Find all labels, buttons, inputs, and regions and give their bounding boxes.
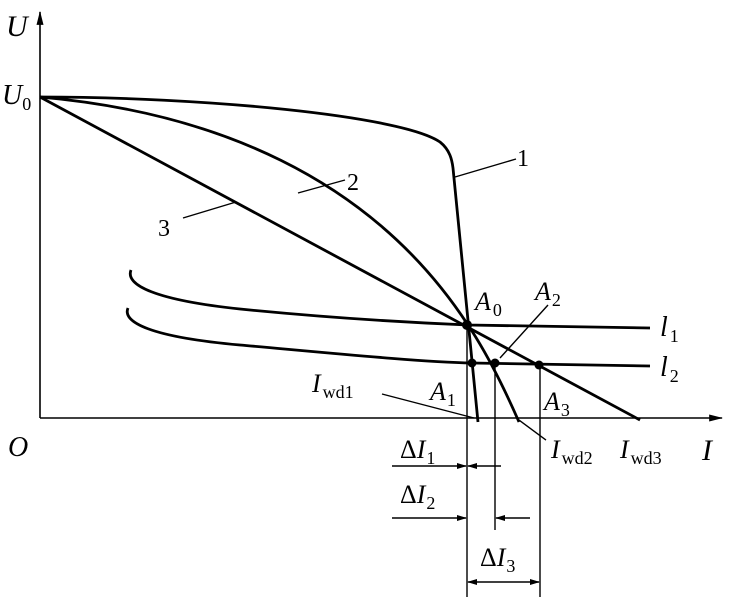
u0-label: U0: [2, 80, 31, 114]
a3-label: A3: [542, 387, 570, 420]
curve-3-label: 3: [158, 216, 170, 242]
curve-1-label: 1: [517, 146, 529, 172]
delta-i1-label: ΔI1: [400, 435, 435, 468]
origin-label: O: [8, 432, 28, 463]
x-axis-label: I: [701, 434, 714, 467]
a1-label: A1: [428, 377, 456, 410]
leader-curve-2: [297, 179, 346, 194]
leader-iwd1: [381, 393, 475, 419]
y-axis-label: U: [6, 10, 30, 43]
point-a1: [467, 358, 477, 368]
point-a3: [534, 360, 544, 370]
a2-label: A2: [533, 277, 561, 310]
curve-2-label: 2: [347, 170, 359, 196]
leader-curve-1: [454, 158, 517, 178]
delta-i2-label: ΔI2: [400, 480, 435, 513]
curve-2: [39, 95, 521, 423]
delta-i3-label: ΔI3: [480, 543, 515, 576]
curve-3: [39, 95, 641, 422]
leader-curve-3: [182, 201, 237, 219]
line-l2: [125, 307, 651, 368]
line-l1: [128, 269, 651, 330]
leader-iwd2: [518, 419, 547, 441]
leader-a2: [499, 304, 549, 359]
point-a2: [490, 358, 500, 368]
curve-1: [39, 95, 480, 423]
point-a0: [462, 320, 472, 330]
